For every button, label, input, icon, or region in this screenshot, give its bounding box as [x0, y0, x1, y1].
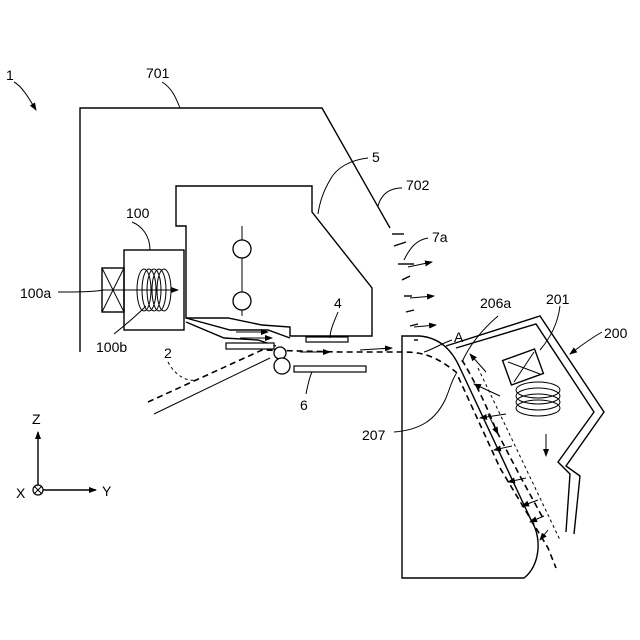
label-axis-y: Y — [102, 483, 112, 499]
label-axis-x: X — [16, 485, 26, 501]
label-207: 207 — [362, 427, 386, 443]
base-block — [402, 336, 538, 578]
leader-4 — [330, 312, 338, 338]
leader-7a — [404, 238, 428, 260]
label-2: 2 — [164, 345, 172, 361]
leader-702 — [378, 188, 402, 206]
leader-100a — [58, 290, 104, 292]
label-201: 201 — [546, 291, 570, 307]
guide-6 — [294, 366, 366, 372]
feed-roller-top — [274, 347, 286, 359]
label-4: 4 — [334, 295, 342, 311]
flow-arrow-to-A — [360, 348, 392, 350]
leader-2 — [168, 362, 196, 380]
opening-7a — [392, 234, 436, 340]
feed-guide — [226, 343, 274, 349]
label-5: 5 — [372, 149, 380, 165]
plate-4 — [306, 337, 348, 342]
unit-200-housing — [446, 316, 604, 534]
axis-indicator — [33, 432, 96, 495]
label-A: A — [454, 329, 464, 345]
leader-207 — [394, 374, 456, 432]
medium-path-2 — [148, 350, 556, 568]
label-1: 1 — [6, 67, 14, 83]
roller-bottom — [233, 292, 251, 310]
leader-1 — [14, 82, 36, 110]
label-701: 701 — [146, 65, 170, 81]
leader-5 — [318, 158, 368, 214]
label-206a: 206a — [480, 295, 511, 311]
label-100b: 100b — [96, 339, 127, 355]
label-702: 702 — [406, 177, 430, 193]
label-axis-z: Z — [32, 411, 41, 427]
head-unit-5 — [176, 186, 372, 336]
leader-6 — [306, 372, 312, 394]
leader-200 — [570, 332, 602, 354]
feed-roller-bottom — [274, 358, 290, 374]
roller-top — [233, 240, 251, 258]
housing-701 — [80, 108, 390, 352]
label-100: 100 — [126, 205, 150, 221]
unit-fan-201 — [503, 349, 544, 385]
unit-200-inner — [456, 324, 594, 532]
unit-coil-201 — [516, 382, 560, 416]
leader-100 — [132, 222, 150, 250]
leader-201 — [540, 306, 560, 350]
label-100a: 100a — [20, 285, 51, 301]
leader-701 — [162, 82, 180, 108]
label-6: 6 — [300, 397, 308, 413]
label-7a: 7a — [432, 229, 448, 245]
medium-path-2-lower — [154, 358, 270, 414]
label-200: 200 — [604, 325, 628, 341]
